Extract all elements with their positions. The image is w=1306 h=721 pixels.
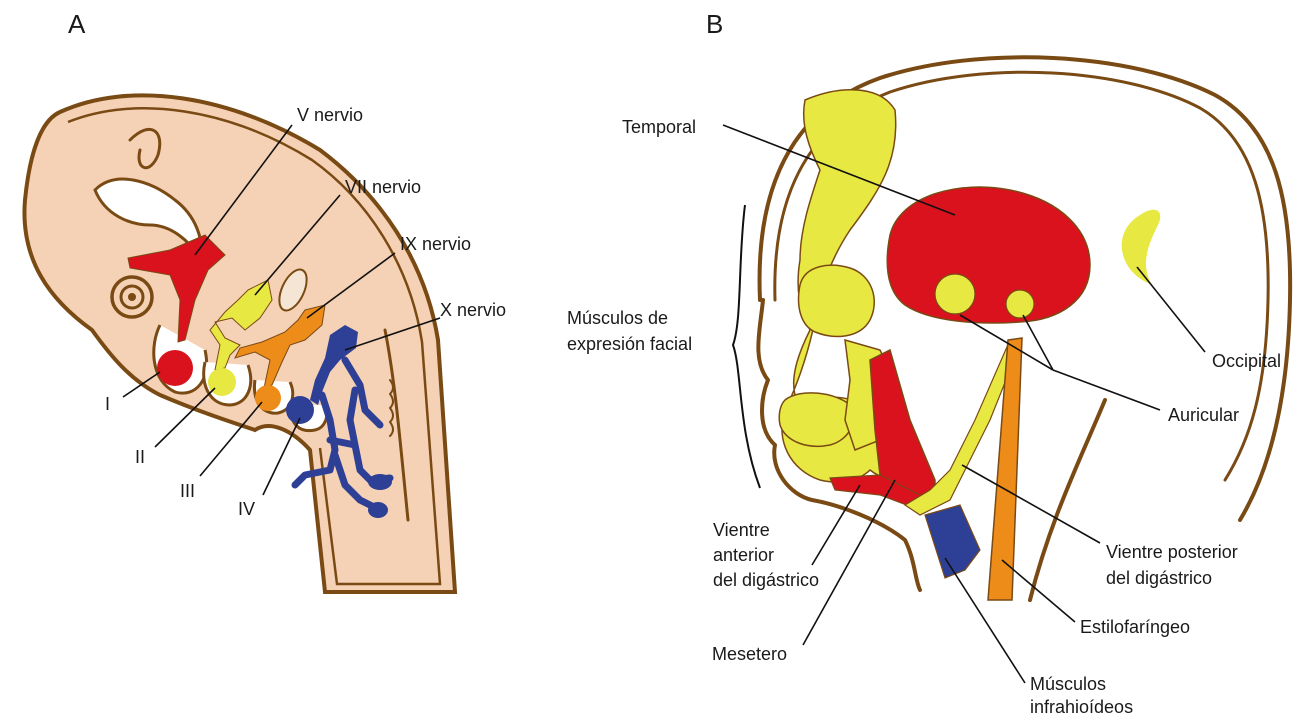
- label-v-nerve: V nervio: [297, 105, 363, 125]
- infrahyoid-muscles: [925, 505, 980, 578]
- label-ant-digastric-line-3: del digástrico: [713, 570, 819, 590]
- orbicularis-oculi: [799, 265, 875, 336]
- label-ix-nerve: IX nervio: [400, 234, 471, 254]
- occipital-muscle: [1122, 210, 1161, 285]
- label-x-nerve: X nervio: [440, 300, 506, 320]
- orbicularis-oris: [779, 393, 854, 446]
- label-infrahioideos-line-1: Músculos: [1030, 674, 1106, 694]
- auricular-muscle-2: [1006, 290, 1034, 318]
- panel-b-letter: B: [706, 9, 723, 39]
- label-facial-line-2: expresión facial: [567, 334, 692, 354]
- leader-auricular-main: [1053, 370, 1160, 410]
- label-facial-line-1: Músculos de: [567, 308, 668, 328]
- leader-ant-digastric: [812, 485, 860, 565]
- label-occipital: Occipital: [1212, 351, 1281, 371]
- label-arch-iv: IV: [238, 499, 255, 519]
- label-post-digastric-line-1: Vientre posterior: [1106, 542, 1238, 562]
- leader-post-digastric: [962, 465, 1100, 543]
- label-post-digastric-line-2: del digástrico: [1106, 568, 1212, 588]
- label-auricular: Auricular: [1168, 405, 1239, 425]
- label-estilofaringeo: Estilofaríngeo: [1080, 617, 1190, 637]
- temporal-muscle: [887, 187, 1090, 323]
- label-temporal: Temporal: [622, 117, 696, 137]
- label-arch-i: I: [105, 394, 110, 414]
- auricular-muscle-1: [935, 274, 975, 314]
- facial-bracket: [733, 205, 760, 488]
- panel-b: B: [567, 9, 1290, 717]
- label-vii-nerve: VII nervio: [345, 177, 421, 197]
- leader-occipital: [1137, 267, 1205, 352]
- neck-back-outline: [1030, 400, 1105, 600]
- label-infrahioideos-line-2: infrahioídeos: [1030, 697, 1133, 717]
- panel-a: A: [24, 9, 506, 592]
- panel-a-letter: A: [68, 9, 86, 39]
- label-ant-digastric-line-1: Vientre: [713, 520, 770, 540]
- label-arch-ii: II: [135, 447, 145, 467]
- label-arch-iii: III: [180, 481, 195, 501]
- label-mesetero: Mesetero: [712, 644, 787, 664]
- label-ant-digastric-line-2: anterior: [713, 545, 774, 565]
